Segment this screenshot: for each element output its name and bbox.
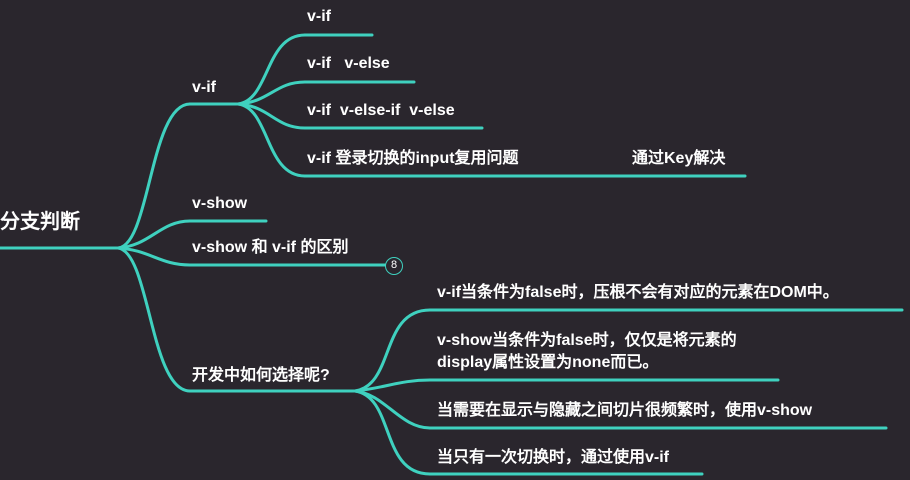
branch-root-difference [116,246,192,267]
vif-node-label[interactable]: v-if [192,79,216,96]
root-node-label[interactable]: 分支判断 [0,211,80,233]
branch-vif-3 [236,102,307,130]
branch-vif-2 [236,80,307,106]
branch-vif-4 [236,102,307,178]
branch-choose-4 [353,389,432,476]
branch-root-vif [116,102,192,250]
branch-vif-1 [236,33,307,106]
vif-child-label[interactable]: v-if 登录切换的input复用问题 [307,150,519,167]
choose-child-label[interactable]: v-if当条件为false时，压根不会有对应的元素在DOM中。 [437,284,839,301]
vif-child-label[interactable]: v-if v-else [307,55,390,72]
choose-child-label[interactable]: v-show当条件为false时，仅仅是将元素的display属性设置为none… [437,332,737,371]
branch-choose-1 [353,308,432,393]
vif-child-label[interactable]: v-if [307,8,331,25]
choose-child-label[interactable]: 当需要在显示与隐藏之间切片很频繁时，使用v-show [437,402,813,419]
vif-child-label[interactable]: v-if v-else-if v-else [307,102,455,119]
vif-reuse-fix-label[interactable]: 通过Key解决 [632,150,726,167]
collapsed-children-count-badge[interactable]: 8 [385,257,403,275]
branch-choose-2 [353,378,432,393]
choose-child-label[interactable]: 当只有一次切换时，通过使用v-if [437,449,670,466]
branch-root-vshow [116,219,192,250]
choose-node-label[interactable]: 开发中如何选择呢? [192,367,330,384]
branch-root-choose [116,246,192,393]
difference-node-label[interactable]: v-show 和 v-if 的区别 [192,239,349,256]
vshow-node-label[interactable]: v-show [192,195,248,212]
